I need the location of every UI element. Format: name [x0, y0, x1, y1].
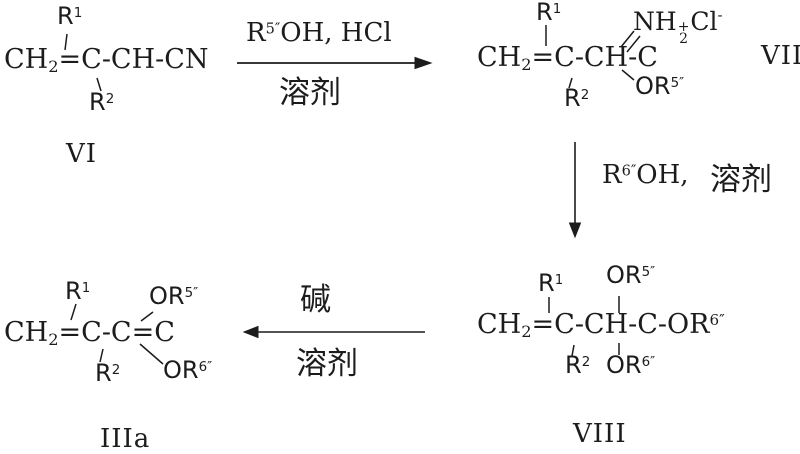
iiia-bond-r1	[70, 303, 77, 321]
viii-or6-sup: 6″	[641, 355, 656, 371]
vi-chain-pre: CH	[4, 44, 49, 75]
vii-counterion-cl: Cl	[690, 7, 718, 36]
iiia-or5-sup: 5″	[184, 286, 199, 302]
step2-arrow-head	[568, 222, 582, 239]
step2-reagent-base: R	[602, 160, 622, 190]
vi-chain-subscript: 2	[48, 56, 59, 76]
step1-reagent-text: R5″OH, HCl	[246, 18, 392, 48]
viii-or5-base: OR	[606, 261, 642, 289]
step2-reagent-rest: OH,	[636, 160, 689, 190]
vii-or5-substituent: OR5″	[635, 72, 685, 100]
vii-chain-subscript: 2	[521, 54, 532, 74]
vi-chain-formula: CH2=C-CH-CN	[4, 44, 209, 76]
iiia-chain-post: =C-C=C	[58, 317, 175, 348]
iiia-r1-substituent: R1	[65, 277, 91, 305]
viii-bond-r2	[571, 344, 575, 357]
viii-chain-subscript: 2	[521, 321, 532, 341]
vi-compound-label: VI	[66, 139, 98, 169]
vii-double-bond-n-2	[626, 35, 641, 53]
step2-reagent-text: R6″OH,	[602, 160, 689, 190]
vi-bond-r2	[96, 77, 102, 92]
viii-chain-or6-sup: 6″	[709, 311, 725, 330]
iiia-or6-substituent: OR6″	[163, 356, 213, 384]
vii-or5-sup: 5″	[670, 76, 685, 92]
iiia-chain-formula: CH2=C-C=C	[4, 317, 175, 349]
vii-or5-base: OR	[635, 72, 671, 100]
vii-double-bond-n-1	[620, 30, 635, 48]
iiia-or6-base: OR	[163, 356, 199, 384]
iiia-chain-subscript: 2	[48, 329, 59, 349]
iiia-bond-or5	[140, 311, 154, 322]
vi-chain-post: =C-CH-CN	[58, 44, 209, 75]
viii-or5-substituent: OR5″	[606, 261, 656, 289]
vi-r1-substituent: R1	[57, 2, 83, 30]
iiia-r2-base: R	[95, 359, 112, 387]
vii-amidinium-charge-stack: +2	[677, 19, 690, 47]
viii-r2-base: R	[565, 351, 582, 379]
vii-chain-formula: CH2=C-CH-C	[477, 42, 658, 74]
iiia-r1-base: R	[65, 277, 82, 305]
iiia-or6-sup: 6″	[198, 360, 213, 376]
vii-r2-sup: 2	[580, 88, 590, 104]
vi-r1-sup: 1	[73, 6, 83, 22]
vii-r1-substituent: R1	[536, 0, 561, 25]
vi-bond-r1	[64, 33, 68, 51]
step3-arrow-head	[242, 325, 259, 339]
viii-chain-post: =C-CH-C-OR	[531, 309, 710, 340]
viii-r1-base: R	[538, 269, 555, 297]
vi-r1-base: R	[57, 2, 74, 30]
viii-r2-sup: 2	[581, 355, 591, 371]
step2-reagent-sup: 6″	[621, 162, 637, 180]
vii-bond-or5	[621, 69, 635, 81]
step1-reagent-rest: OH, HCl	[280, 18, 392, 48]
vii-amidinium-plus: +	[677, 19, 690, 35]
iiia-or5-base: OR	[149, 282, 185, 310]
vii-r1-base: R	[536, 0, 553, 26]
step3-solvent-text: 溶剂	[296, 346, 358, 382]
iiia-or5-substituent: OR5″	[149, 282, 199, 310]
step1-reagent-sup: 5″	[265, 20, 281, 38]
iiia-chain-pre: CH	[4, 317, 49, 348]
step1-reagent-base: R	[246, 18, 266, 48]
vii-chain-post: =C-CH-C	[531, 42, 658, 73]
iiia-r2-sup: 2	[111, 363, 121, 379]
vi-r2-substituent: R2	[89, 88, 115, 116]
iiia-bond-or6	[139, 343, 164, 365]
viii-or6-base: OR	[606, 351, 642, 379]
vii-amidinium-nh: NH	[633, 7, 677, 36]
viii-compound-label: VIII	[573, 419, 627, 449]
viii-r1-sup: 1	[554, 273, 564, 289]
vii-amidinium-subscript: 2	[679, 31, 689, 47]
viii-r2-substituent: R2	[565, 351, 591, 379]
vi-r2-sup: 2	[105, 92, 115, 108]
step3-reagent-text: 碱	[300, 282, 331, 318]
vii-bond-r2	[568, 77, 573, 89]
viii-or5-sup: 5″	[641, 265, 656, 281]
viii-r1-substituent: R1	[538, 269, 564, 297]
vi-r2-base: R	[89, 88, 106, 116]
iiia-r1-sup: 1	[81, 281, 91, 297]
vii-r1-sup: 1	[552, 2, 562, 18]
vii-chain-pre: CH	[477, 42, 522, 73]
iiia-bond-r2	[99, 348, 104, 363]
viii-chain-formula: CH2=C-CH-C-OR6″	[477, 309, 725, 341]
viii-or6-substituent: OR6″	[606, 351, 656, 379]
viii-chain-pre: CH	[477, 309, 522, 340]
vii-compound-label: VII	[761, 41, 800, 71]
step1-arrow-head	[414, 56, 433, 70]
iiia-r2-substituent: R2	[95, 359, 121, 387]
step2-solvent-text: 溶剂	[710, 162, 772, 198]
vii-r2-substituent: R2	[564, 84, 590, 112]
iiia-compound-label: IIIa	[100, 424, 151, 454]
vii-counterion-charge: -	[717, 6, 723, 24]
step1-solvent-text: 溶剂	[279, 75, 341, 111]
vii-r2-base: R	[564, 84, 581, 112]
